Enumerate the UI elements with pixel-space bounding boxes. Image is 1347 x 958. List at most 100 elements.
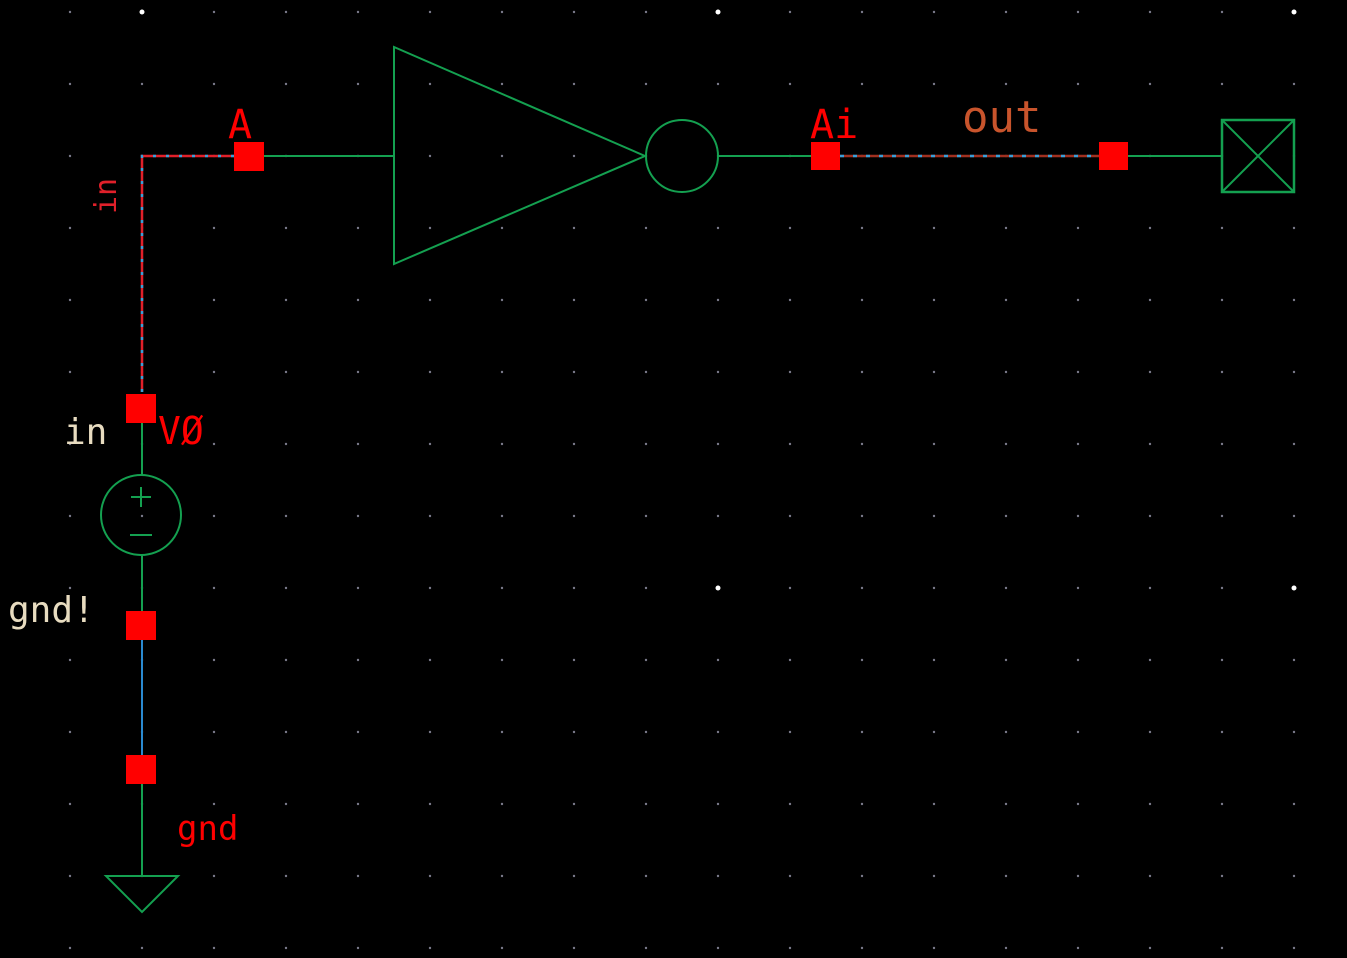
grid-dot: [860, 514, 864, 518]
grid-dot: [356, 586, 360, 590]
grid-dot: [212, 658, 216, 662]
output-port-icon[interactable]: [1220, 118, 1296, 194]
grid-dot: [1148, 946, 1152, 950]
grid-dot: [788, 946, 792, 950]
grid-dot: [1292, 514, 1296, 518]
grid-dot: [572, 730, 576, 734]
grid-dot: [500, 658, 504, 662]
grid-dot: [68, 514, 72, 518]
grid-dot: [356, 802, 360, 806]
pin-out-wire-end[interactable]: [1099, 142, 1128, 170]
grid-dot: [1076, 10, 1080, 14]
pin-label-a: A: [228, 102, 252, 148]
grid-dot: [1148, 586, 1152, 590]
grid-dot: [284, 514, 288, 518]
grid-dot: [1220, 298, 1224, 302]
grid-dot: [68, 154, 72, 158]
pin-a[interactable]: [234, 142, 264, 171]
grid-dot: [356, 442, 360, 446]
grid-dot: [716, 658, 720, 662]
grid-dot: [356, 658, 360, 662]
grid-dot: [68, 874, 72, 878]
grid-dot: [500, 370, 504, 374]
grid-dot: [68, 586, 72, 590]
grid-dot: [284, 226, 288, 230]
grid-dot: [428, 82, 432, 86]
ground-icon[interactable]: [103, 875, 181, 914]
grid-dot: [68, 802, 72, 806]
grid-dot: [1076, 586, 1080, 590]
grid-dot: [1292, 82, 1296, 86]
grid-dot: [500, 514, 504, 518]
pin-ai[interactable]: [811, 142, 840, 170]
grid-dot: [1292, 226, 1296, 230]
grid-dot: [1220, 946, 1224, 950]
grid-dot: [860, 802, 864, 806]
grid-dot: [644, 442, 648, 446]
grid-dot: [572, 874, 576, 878]
grid-major-dot: [1291, 585, 1297, 591]
grid-dot: [644, 226, 648, 230]
grid-dot: [1220, 82, 1224, 86]
grid-dot: [1004, 10, 1008, 14]
grid-dot: [500, 946, 504, 950]
grid-dot: [1148, 298, 1152, 302]
grid-dot: [428, 586, 432, 590]
grid-dot: [1148, 10, 1152, 14]
grid-dot: [500, 298, 504, 302]
grid-dot: [1292, 730, 1296, 734]
grid-dot: [788, 586, 792, 590]
grid-dot: [68, 226, 72, 230]
grid-dot: [1148, 370, 1152, 374]
grid-dot: [284, 874, 288, 878]
grid-dot: [68, 298, 72, 302]
grid-dot: [212, 298, 216, 302]
grid-dot: [1148, 82, 1152, 86]
grid-dot: [932, 730, 936, 734]
grid-dot: [1292, 658, 1296, 662]
grid-dot: [500, 226, 504, 230]
grid-dot: [644, 730, 648, 734]
grid-dot: [500, 802, 504, 806]
pin-gnd[interactable]: [126, 755, 156, 784]
grid-dot: [356, 946, 360, 950]
grid-dot: [284, 586, 288, 590]
grid-dot: [284, 298, 288, 302]
grid-dot: [500, 586, 504, 590]
grid-dot: [788, 10, 792, 14]
grid-dot: [212, 82, 216, 86]
wire-in[interactable]: [140, 154, 236, 392]
voltage-source-symbol[interactable]: [100, 474, 182, 556]
inverter-symbol[interactable]: [393, 45, 719, 266]
grid-dot: [572, 514, 576, 518]
grid-dot: [932, 514, 936, 518]
grid-dot: [68, 10, 72, 14]
pin-source-minus[interactable]: [126, 611, 156, 640]
grid-dots: [68, 9, 1297, 950]
grid-dot: [788, 298, 792, 302]
grid-dot: [356, 370, 360, 374]
grid-dot: [1004, 82, 1008, 86]
grid-dot: [1292, 946, 1296, 950]
grid-dot: [1148, 658, 1152, 662]
grid-dot: [1004, 226, 1008, 230]
grid-dot: [428, 226, 432, 230]
grid-dot: [500, 82, 504, 86]
grid-dot: [1076, 82, 1080, 86]
grid-dot: [932, 370, 936, 374]
grid-dot: [284, 10, 288, 14]
grid-dot: [68, 442, 72, 446]
grid-dot: [572, 442, 576, 446]
grid-dot: [932, 586, 936, 590]
grid-dot: [68, 946, 72, 950]
grid-dot: [1004, 514, 1008, 518]
grid-dot: [1076, 298, 1080, 302]
grid-dot: [1292, 802, 1296, 806]
grid-dot: [932, 442, 936, 446]
grid-dot: [500, 730, 504, 734]
pin-source-plus[interactable]: [126, 394, 156, 423]
grid-dot: [1292, 298, 1296, 302]
grid-dot: [572, 658, 576, 662]
grid-dot: [428, 370, 432, 374]
